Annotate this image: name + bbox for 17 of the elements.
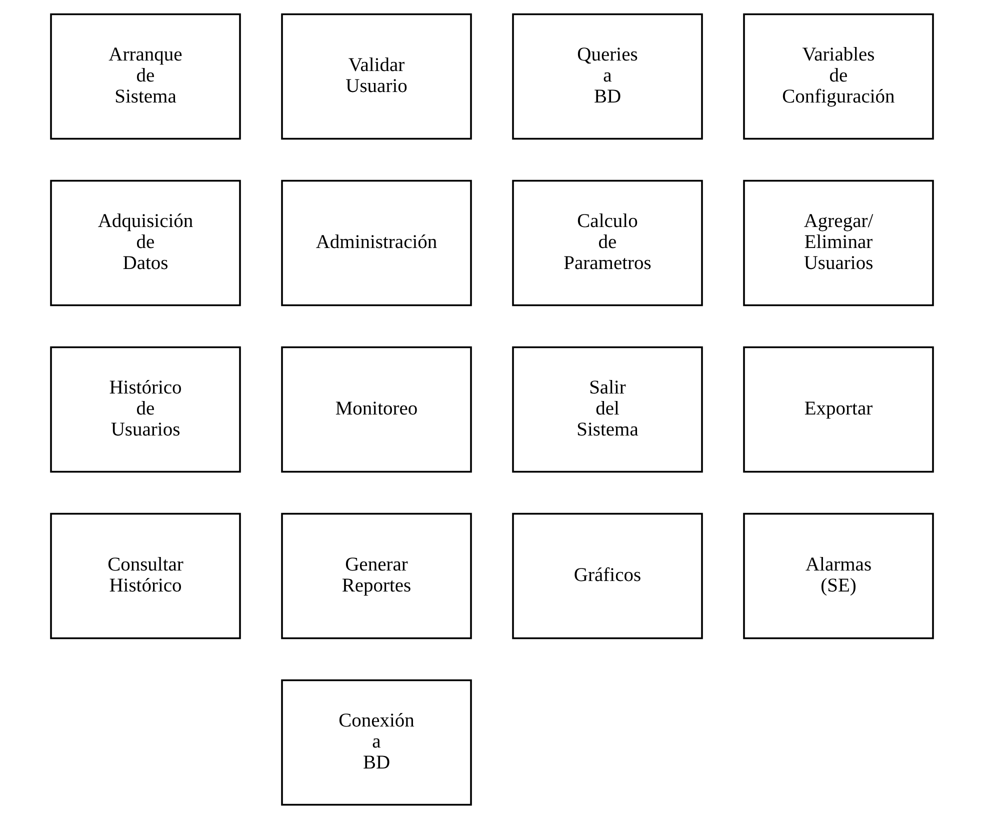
node-box: Agregar/ Eliminar Usuarios	[743, 180, 934, 306]
node-box: Calculo de Parametros	[512, 180, 703, 306]
node-box: Gráficos	[512, 512, 703, 640]
node-box: Alarmas (SE)	[743, 512, 934, 640]
node-box: Conexión a BD	[281, 679, 472, 806]
node-box: Arranque de Sistema	[50, 13, 241, 140]
node-box: Queries a BD	[512, 13, 703, 140]
node-box: Variables de Configuración	[743, 13, 934, 140]
node-box: Histórico de Usuarios	[50, 346, 241, 473]
node-box: Salir del Sistema	[512, 346, 703, 473]
node-box: Administración	[281, 180, 472, 306]
node-box: Consultar Histórico	[50, 512, 241, 640]
node-box: Generar Reportes	[281, 512, 472, 640]
node-box: Adquisición de Datos	[50, 180, 241, 306]
node-box: Validar Usuario	[281, 13, 472, 140]
node-box: Monitoreo	[281, 346, 472, 473]
node-box: Exportar	[743, 346, 934, 473]
